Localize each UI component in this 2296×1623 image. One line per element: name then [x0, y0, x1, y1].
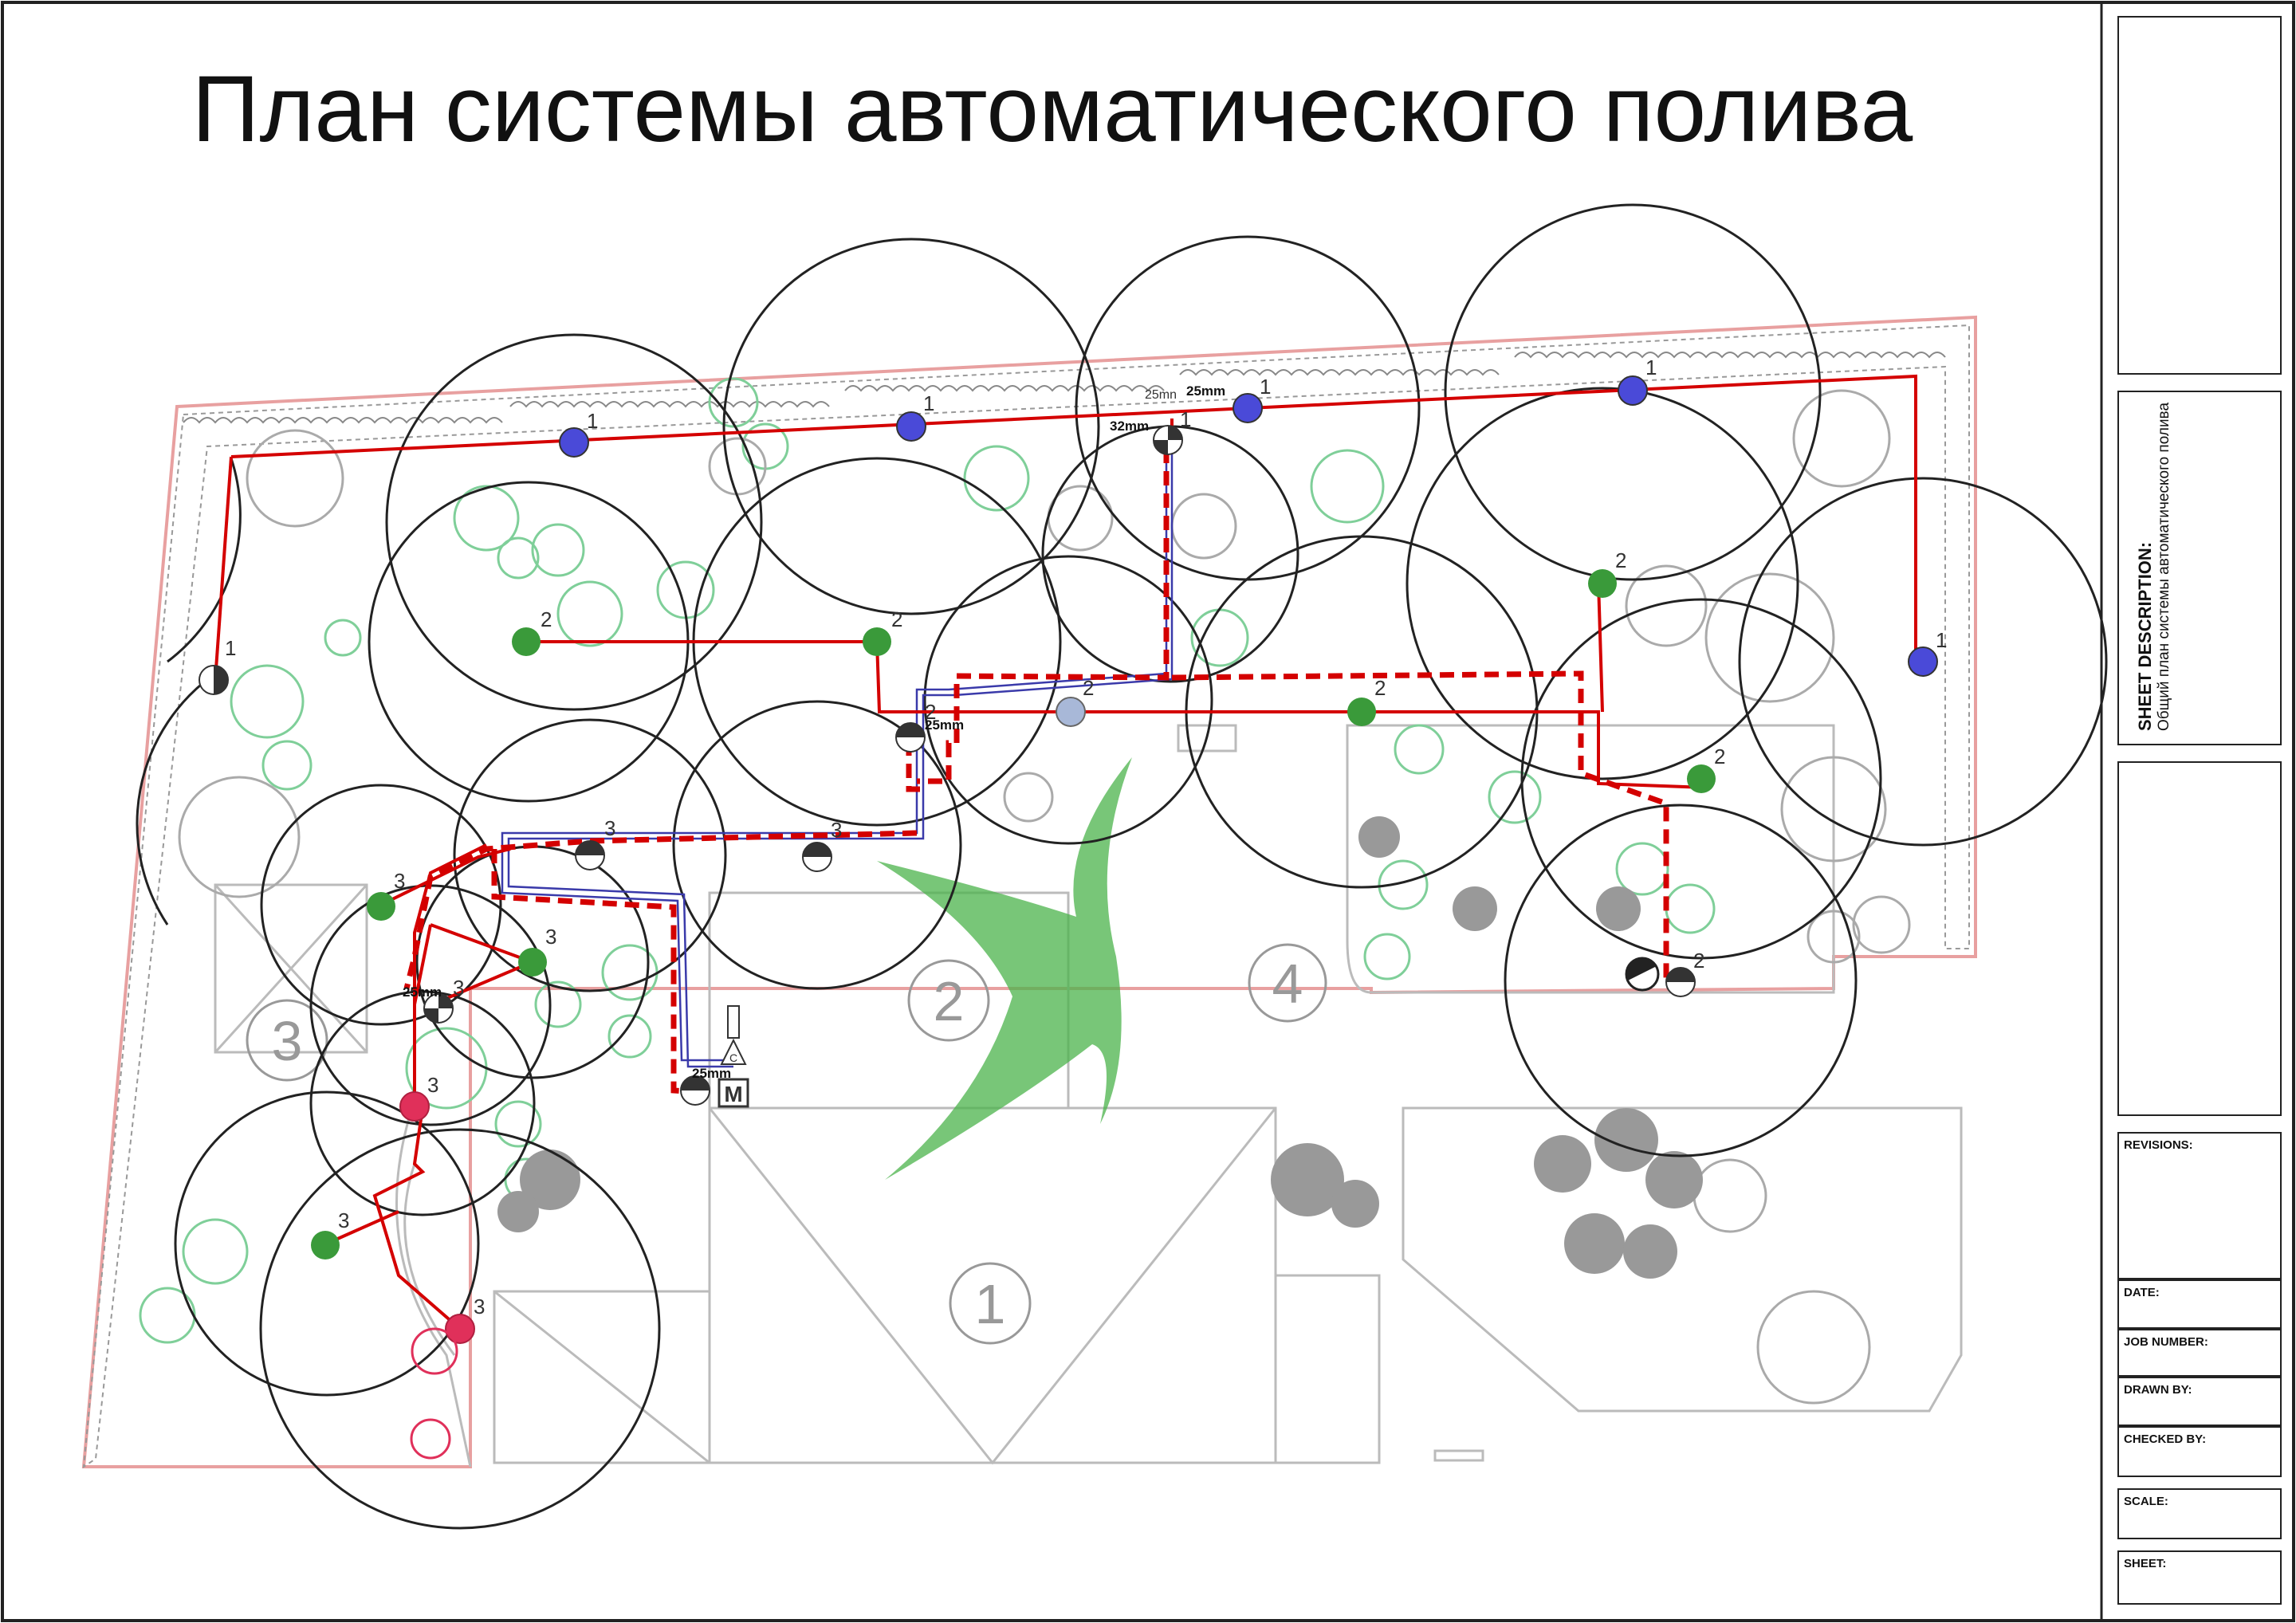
label-head-1e: 1	[1936, 628, 1947, 652]
label-head-2g: 2	[925, 700, 936, 724]
label-head-2f: 2	[1083, 676, 1094, 700]
label-head-3e: 3	[453, 976, 464, 1000]
pipe-label-25mm-top: 25mm	[1186, 383, 1225, 399]
titleblock-scale: SCALE:	[2117, 1488, 2282, 1539]
label-head-1g: 1	[1180, 407, 1191, 431]
label-head-3a: 3	[831, 818, 842, 842]
page-title: План системы автоматического полива	[191, 57, 1913, 162]
label-head-1f: 1	[225, 636, 236, 660]
label-head-2e: 2	[1714, 745, 1725, 768]
label-head-2b: 2	[891, 607, 902, 631]
label-head-3h: 3	[474, 1295, 485, 1318]
date-label: DATE:	[2124, 1286, 2160, 1299]
valve-label: C	[729, 1051, 737, 1064]
drawn-by-label: DRAWN BY:	[2124, 1383, 2192, 1397]
titleblock-sheet: SHEET:	[2117, 1550, 2282, 1605]
label-head-2a: 2	[541, 607, 552, 631]
curved-path	[395, 1099, 472, 1468]
dark-shrubs	[497, 816, 1703, 1279]
zone-1-circle	[949, 1262, 1032, 1345]
zone-2-label: 2	[934, 970, 965, 1032]
zone-3-circle	[246, 999, 328, 1082]
titleblock-sheet-description: SHEET DESCRIPTION: Общий план системы ав…	[2117, 391, 2282, 745]
label-head-3b: 3	[604, 816, 615, 840]
zone-2-circle	[907, 959, 990, 1042]
annex-right	[1274, 1274, 1381, 1464]
controller-label: M	[724, 1082, 742, 1106]
scale-label: SCALE:	[2124, 1495, 2168, 1508]
garage-left	[493, 1290, 711, 1464]
titleblock-drawn-by: DRAWN BY:	[2117, 1377, 2282, 1426]
label-head-2d: 2	[1374, 676, 1386, 700]
titleblock-empty-mid	[2117, 761, 2282, 1116]
job-number-label: JOB NUMBER:	[2124, 1335, 2208, 1349]
titleblock-date: DATE:	[2117, 1279, 2282, 1329]
red-pipe-dashed	[403, 449, 1674, 1095]
sheet-description-label: SHEET DESCRIPTION:	[2135, 541, 2155, 731]
label-head-1a: 1	[587, 409, 598, 433]
sheet-label: SHEET:	[2124, 1557, 2167, 1570]
titleblock-checked-by: CHECKED BY:	[2117, 1426, 2282, 1477]
sprinkler-heads-type3	[311, 840, 832, 1460]
pipe-label-25mm-mid: 25mm	[925, 717, 964, 733]
label-head-3d: 3	[545, 925, 556, 949]
pipe-label-25mm-controller: 25mm	[692, 1066, 731, 1081]
zone-4-label: 4	[1272, 953, 1303, 1015]
label-head-2h: 2	[1693, 949, 1704, 973]
checked-by-label: CHECKED BY:	[2124, 1432, 2207, 1446]
pipe-label-32mm: 32mm	[1110, 419, 1149, 434]
zone-1-label: 1	[975, 1273, 1006, 1335]
sprinkler-heads-type2	[512, 569, 1716, 997]
pipe-label-25mm-left: 25mm	[403, 984, 442, 1000]
zone-right-bed	[1402, 1106, 1963, 1413]
valve-triangle	[720, 1038, 747, 1065]
zone-3-label: 3	[272, 1010, 303, 1072]
label-head-2c: 2	[1615, 548, 1626, 572]
label-head-3g: 3	[338, 1208, 349, 1232]
sheet-description-rotated: SHEET DESCRIPTION: Общий план системы ав…	[2135, 396, 2173, 731]
zone-4-circle	[1248, 943, 1327, 1023]
label-head-3c: 3	[394, 869, 405, 893]
titleblock-revisions: REVISIONS:	[2117, 1132, 2282, 1279]
valve-box	[727, 1005, 740, 1039]
label-head-1c: 1	[1260, 375, 1271, 399]
label-head-1d: 1	[1645, 356, 1657, 379]
titleblock-empty-top	[2117, 16, 2282, 375]
buildings	[214, 724, 1963, 1468]
hedge-top	[183, 352, 1946, 424]
revisions-label: REVISIONS:	[2124, 1138, 2193, 1152]
zone-markers	[246, 943, 1327, 1345]
zone4-area	[1346, 724, 1835, 994]
controller-box	[718, 1078, 749, 1108]
titleblock-job-number: JOB NUMBER:	[2117, 1329, 2282, 1377]
sprinkler-heads-type1	[199, 375, 1938, 695]
label-head-1b: 1	[923, 391, 934, 415]
sheet-description-value: Общий план системы автоматического полив…	[2156, 402, 2172, 731]
logo-watermark	[877, 757, 1132, 1180]
zone3-patio	[214, 883, 368, 1054]
pipe-label-25mn-top: 25mn	[1145, 388, 1177, 402]
label-head-3f: 3	[427, 1073, 438, 1097]
hedge-border	[82, 324, 1970, 1468]
